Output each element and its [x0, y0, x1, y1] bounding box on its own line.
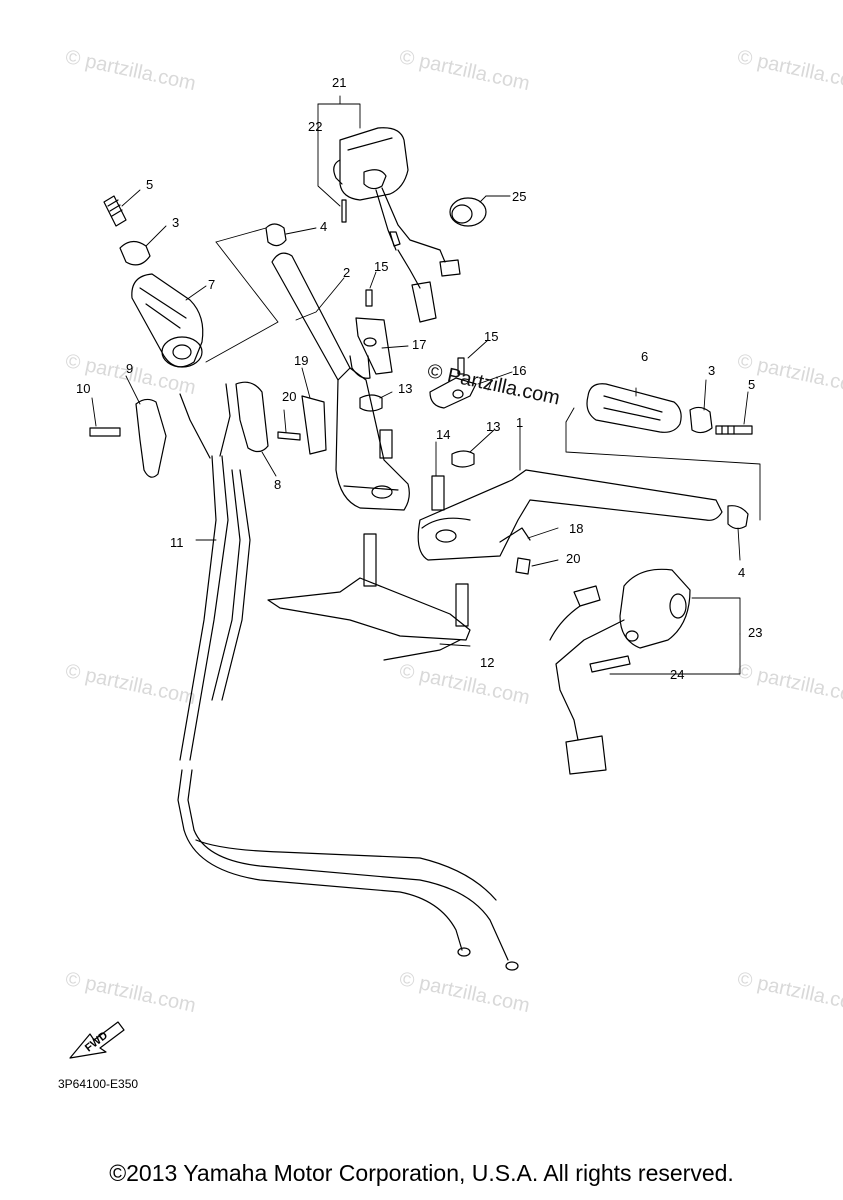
callout-25: 25	[512, 189, 527, 204]
callout-4-top: 4	[320, 219, 328, 234]
fwd-arrow	[69, 1021, 125, 1059]
callout-1: 1	[516, 415, 524, 430]
fasteners	[277, 394, 531, 575]
throttle-cables	[177, 455, 519, 971]
switch-housing-top	[333, 127, 487, 323]
leader-lines	[91, 95, 761, 675]
left-grip	[103, 195, 287, 368]
callout-11: 11	[170, 535, 184, 550]
right-grip	[586, 383, 753, 435]
callout-2: 2	[343, 265, 351, 280]
handlebar-right	[417, 469, 749, 561]
copyright-notice: ©2013 Yamaha Motor Corporation, U.S.A. A…	[109, 1160, 734, 1186]
callout-12: 12	[480, 655, 495, 670]
switch-housing-left	[549, 568, 691, 775]
brackets	[355, 289, 477, 409]
callout-18: 18	[569, 521, 584, 536]
callout-16: 16	[512, 363, 527, 378]
callout-10: 10	[76, 381, 91, 396]
callout-9: 9	[126, 361, 134, 376]
throttle-holder	[89, 381, 269, 478]
callout-22: 22	[308, 119, 323, 134]
callout-5-left: 5	[146, 177, 154, 192]
callout-20-left: 20	[282, 389, 297, 404]
callout-24: 24	[670, 667, 685, 682]
callout-8: 8	[274, 477, 282, 492]
callout-23: 23	[748, 625, 763, 640]
part-code: 3P64100-E350	[58, 1077, 139, 1091]
callout-20-right: 20	[566, 551, 581, 566]
lower-bracket	[267, 533, 471, 661]
callout-15-right: 15	[484, 329, 499, 344]
callout-14: 14	[436, 427, 451, 442]
callout-3-right: 3	[708, 363, 716, 378]
callout-17: 17	[412, 337, 427, 352]
callout-6: 6	[641, 349, 649, 364]
callout-21: 21	[332, 75, 347, 90]
callout-19: 19	[294, 353, 309, 368]
callout-7: 7	[208, 277, 216, 292]
handlebar-left	[271, 252, 410, 511]
callout-4-right: 4	[738, 565, 746, 580]
callout-13-left: 13	[398, 381, 413, 396]
callout-15-left: 15	[374, 259, 389, 274]
callout-5-right: 5	[748, 377, 756, 392]
callout-3-left: 3	[172, 215, 180, 230]
callout-13-right: 13	[486, 419, 501, 434]
